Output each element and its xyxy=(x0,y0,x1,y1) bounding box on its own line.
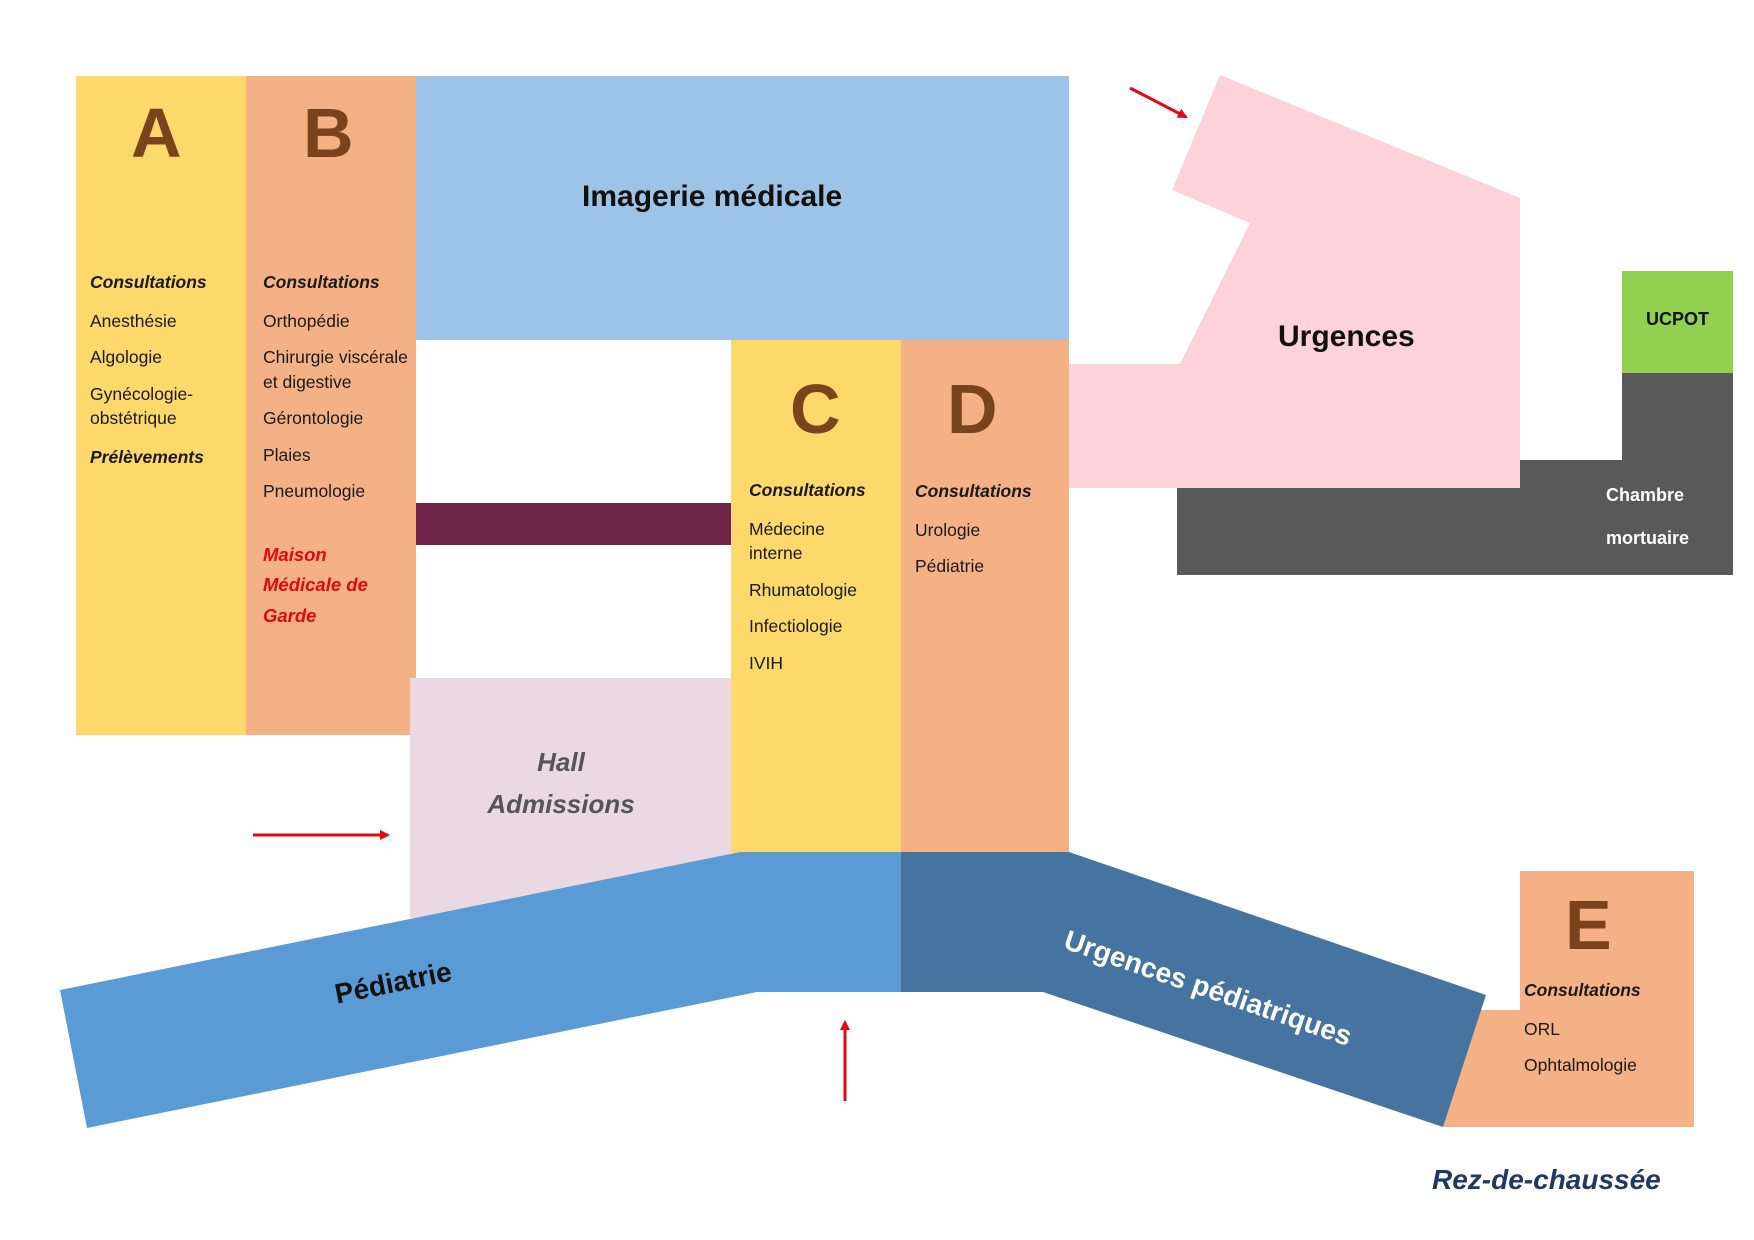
block-a-item: Anesthésie xyxy=(90,310,177,331)
zone-e[interactable] xyxy=(1443,871,1694,1127)
maison-medicale-line: Médicale de xyxy=(263,574,368,596)
floor-label: Rez-de-chaussée xyxy=(1432,1164,1661,1195)
corridor xyxy=(416,503,731,545)
block-c-item: IVIH xyxy=(749,652,784,673)
letter-e: E xyxy=(1565,886,1612,964)
pediatrie-zone[interactable] xyxy=(60,852,901,1128)
ucpot-zone[interactable] xyxy=(1622,271,1733,373)
ucpot-label: UCPOT xyxy=(1646,309,1709,329)
imagerie-zone[interactable] xyxy=(410,76,1069,340)
hall-admissions-label: Hall Admissions xyxy=(430,742,692,825)
block-c-text: Consultations Médecine interne Rhumatolo… xyxy=(749,478,866,675)
admissions-label-line: Admissions xyxy=(487,788,635,819)
chambre-label-line: Chambre xyxy=(1606,485,1685,505)
block-b-item: Chirurgie viscérale xyxy=(263,347,408,367)
block-e-item: Ophtalmologie xyxy=(1524,1055,1637,1075)
imagerie-label: Imagerie médicale xyxy=(582,180,843,213)
block-a-prelevements: Prélèvements xyxy=(90,446,204,467)
block-c-item: Infectiologie xyxy=(749,616,843,636)
block-e-heading: Consultations xyxy=(1524,980,1641,1000)
chambre-mortuaire-zone[interactable] xyxy=(1177,373,1733,575)
letter-b: B xyxy=(303,94,354,172)
block-d-heading: Consultations xyxy=(915,481,1032,501)
block-b-item: Plaies xyxy=(263,444,311,465)
block-a-heading: Consultations xyxy=(90,272,207,292)
block-c-item: interne xyxy=(749,543,803,563)
maison-medicale-line: Maison xyxy=(263,543,327,565)
urgences-label: Urgences xyxy=(1278,320,1415,353)
block-b-item: et digestive xyxy=(263,371,352,392)
urgences-zone[interactable] xyxy=(1068,75,1520,488)
letter-c: C xyxy=(790,370,841,448)
mortuaire-label-line: mortuaire xyxy=(1606,528,1690,548)
letter-a: A xyxy=(131,94,182,172)
block-c-item: Rhumatologie xyxy=(749,579,857,600)
zone-b[interactable] xyxy=(246,76,416,735)
hall-label-line: Hall xyxy=(537,747,585,777)
block-e-item: ORL xyxy=(1524,1018,1560,1039)
block-d-item: Pédiatrie xyxy=(915,556,985,576)
block-b-text: Consultations Orthopédie Chirurgie viscé… xyxy=(263,270,408,631)
urgences-pediatriques-zone[interactable] xyxy=(901,852,1486,1127)
block-e-text: Consultations ORL Ophtalmologie xyxy=(1524,978,1641,1078)
block-b-item: Gérontologie xyxy=(263,408,364,428)
block-a-item: obstétrique xyxy=(90,408,177,428)
block-b-heading: Consultations xyxy=(263,272,380,292)
maison-medicale-line: Garde xyxy=(263,604,317,626)
block-d-item: Urologie xyxy=(915,519,981,540)
block-c-heading: Consultations xyxy=(749,480,866,500)
block-b-item: Orthopédie xyxy=(263,310,350,331)
block-b-item: Pneumologie xyxy=(263,481,366,501)
block-c-item: Médecine xyxy=(749,518,825,539)
zone-d[interactable] xyxy=(901,340,1069,853)
entrance-arrow-urgences xyxy=(1129,86,1188,119)
letter-d: D xyxy=(947,370,998,448)
block-a-item: Gynécologie- xyxy=(90,383,194,404)
chambre-mortuaire-label: Chambre mortuaire xyxy=(1606,474,1689,560)
block-a-item: Algologie xyxy=(90,347,162,367)
block-d-text: Consultations Urologie Pédiatrie xyxy=(915,479,1032,579)
zone-c[interactable] xyxy=(731,340,901,853)
maison-medicale-label: Maison Médicale de Garde xyxy=(263,540,408,632)
block-a-text: Consultations Anesthésie Algologie Gynéc… xyxy=(90,270,207,469)
zone-a[interactable] xyxy=(76,76,246,735)
